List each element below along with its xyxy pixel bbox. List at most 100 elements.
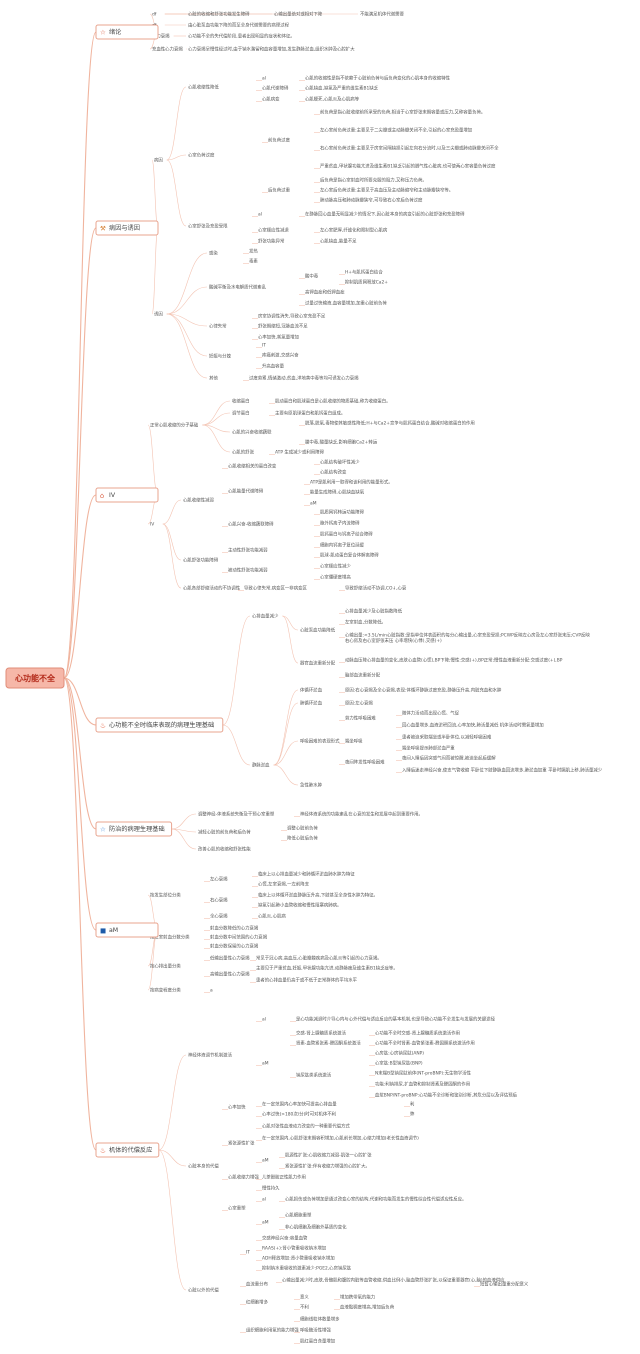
subnode-label: 收缩蛋白 [232,398,250,405]
branch-label: 病因与诱因 [109,224,140,232]
leaf-label: 端坐呼吸提示肺部淤血严重 [402,745,455,752]
connector [162,499,182,525]
leaf-label: 左心衰竭 [210,876,228,883]
leaf-label: 疼痛刺激,交感兴奋 [262,352,299,359]
branch-b5[interactable]: ☆防治的病理生理基础 [95,821,173,837]
subnode-label: 不能满足机体代谢需要 [360,11,405,18]
leaf-label: 心室顺应性减少 [320,563,351,570]
square-icon: ■ [100,927,106,935]
leaf-label: 严重贫血,甲状腺功能亢进及维生素B1缺乏引起的脚气性心脏病,也可使两心室容量负荷… [320,163,496,170]
subnode-label: 心肌各部舒缩活动的不协调性 [183,585,241,592]
leaf-label: ATP 生成减少或利用障碍 [275,449,325,456]
branch-b7[interactable]: ♨机体的代偿反应 [95,1142,160,1158]
subnode-label: 心脏以外的代偿 [188,1287,219,1294]
branch-b2[interactable]: ⚒病因与诱因 [95,220,159,236]
leaf-label: IT [262,343,266,349]
leaf-label: 在一定范围内,心肌舒张末期容积增加,心肌前长增加,心缩力增加(老长性血液调节) [262,1135,419,1142]
star-icon: ☆ [100,826,106,834]
branch-b4[interactable]: ♨心功能不全时临床表现的病理生理基础 [95,717,224,733]
leaf-label: RAAS(+):肾小管重吸收钠水增加 [262,1245,326,1252]
leaf-label: 后负荷是指心室射血时所要克服的阻力,又称压力负荷。 [320,177,427,184]
subnode-label: 按心排出量分类 [150,963,181,970]
leaf-label: 胞外钙离子内流障碍 [320,520,360,527]
leaf-label: 心功能不全时肾素-血管紧张素-醛固酮系统激活作用 [375,1040,475,1047]
connector [63,31,97,679]
leaf-label: 交感神经兴奋:容量血管 [262,1235,308,1242]
branch-label: 绪论 [109,28,122,36]
connector [151,159,159,229]
leaf-label: 心肌细胞重塑 [285,1212,312,1219]
connector [222,724,251,766]
leaf-label: 临床上以心排血量减少和肺循环淤血肺水肿为特征 [258,871,355,878]
subnode-label: 心脏本身的代偿 [188,1163,219,1170]
leaf-label: 毒素 [249,258,258,265]
connector [147,424,159,496]
subnode-label: 改善心肌的收缩和舒张性能 [198,846,251,853]
subnode-label: 心肌舒张功能障碍 [183,557,219,564]
subnode-label: 心肌收缩性减弱 [183,497,214,504]
star-icon: ☆ [100,29,106,37]
subnode-label: 妊娠与分娩 [209,353,232,360]
subnode-label: 心排血量减少 [252,613,279,620]
subnode-label: df [152,12,157,18]
leaf-label: 射血分数中间范围的心力衰竭 [210,934,268,941]
leaf-label: 过度劳累,情绪激动,贫血,洋地黄中毒等均可诱发心力衰竭 [249,375,359,382]
leaf-label: 右心室前负荷过重:主要见于房室间隔缺损引起左向右分流时,以及三尖瓣或肺动脉瓣关闭… [320,145,499,152]
leaf-label: 常见于冠心病,高血压,心脏瓣膜疾病及心肌炎等引起的心力衰竭。 [256,955,382,962]
leaf-label: 房室协调性消失,导致心室充盈不足 [258,313,326,320]
connector [162,523,182,589]
leaf-label: 功能:利钠排尿,扩血管和抑制肾素及醛固酮的作用 [375,1081,470,1088]
house-icon: ⌂ [100,492,104,500]
leaf-label: 患者的心排血量仍高于或不低于正常群体的平均水平 [256,977,358,984]
leaf-label: 主要见于严重贫血,妊娠,甲状腺功能亢进,动静脉瘘及维生素B1缺乏症等。 [256,965,398,972]
leaf-label: 肌动蛋白和肌球蛋白是心肌收缩的物质基础,称为收缩蛋白。 [275,398,391,405]
connector-lines [63,13,480,1344]
subnode-label: 减轻心脏的前负荷和后负荷 [198,829,251,836]
leaf-label: 前负荷过度 [268,137,291,144]
leaf-label: 短暂心输出量重分配意义 [480,1281,529,1288]
root-label: 心功能不全 [15,673,56,683]
connector [63,494,97,679]
flame-icon: ♨ [100,1147,106,1155]
leaf-label: 导致舒缩活动不协调,CO↓,心衰 [345,585,407,592]
leaf-label: 心室肽:B型钠尿肽(BNP) [375,1060,423,1067]
leaf-label: 抑制钠水重吸收的激素减少:PGE2,心房钠尿肽 [262,1265,352,1272]
connector [166,313,208,327]
subnode-label: 心肌收缩性降低 [188,84,219,91]
branch-b3[interactable]: ⌂IV [95,487,159,503]
subnode-label: 心肌的舒张 [232,449,255,456]
leaf-label: 增加携带氧的能力 [340,1294,375,1301]
subnode-label: 按发生部位分类 [150,892,181,899]
subnode-label: 心室舒张及充盈受限 [188,223,228,230]
leaf-label: 心肌病变 [262,96,280,103]
leaf-label: 全心衰竭 [210,913,228,920]
leaf-label: 心功能不全时交感-肾上腺髓质系统激活作用 [375,1030,460,1037]
subnode-label: 感染 [209,250,218,257]
branch-label: 机体的代偿反应 [109,1146,152,1154]
connector [166,159,187,227]
leaf-label: al [258,212,262,218]
connector [202,400,231,426]
leaf-label: 主要有原肌球蛋白和肌钙蛋白组成。 [275,410,345,417]
leaf-label: 脱落,脱氧,毒物使其敏感性降低;H+与Ca2+竞争与肌钙蛋白结合,酸碱对收缩蛋白… [305,420,475,427]
leaf-label: 心室顺应性减退 [258,227,289,234]
leaf-label: 心肌兴奋-收缩藕联障碍 [228,521,274,528]
leaf-label: 心肌对张性血液动力改变的一种重要代偿方式 [262,1123,350,1130]
connector [166,286,208,315]
leaf-label: al [262,1197,266,1203]
leaf-label: 左室射血,分数降低。 [345,619,386,626]
branch-b6[interactable]: ■aM [95,922,159,938]
leaf-label: 发热 [249,248,258,255]
leaf-label: 左心室肥厚,纤维化和限制型心肌病 [320,227,388,234]
subnode-label: 心脏泵血功能降低 [300,627,336,634]
leaf-label: 在静脉回心血量无明显减少的情况下,因心脏本身的病变引起的心脏舒张和充盈障碍 [305,211,465,218]
root-node[interactable]: 心功能不全 [5,667,65,689]
connector [171,828,197,850]
leaf-label: 肾素-血管紧张素-醛固酮系统激活 [296,1040,361,1047]
branch-b1[interactable]: ☆绪论 [95,24,159,40]
subnode-label: 呼吸困难的表现形式 [300,738,340,745]
connector [282,615,299,631]
connector [171,813,197,830]
leaf-label: 心率加快,耗氧量增加 [258,334,299,341]
leaf-label: 原因:左心衰竭 [345,700,373,707]
